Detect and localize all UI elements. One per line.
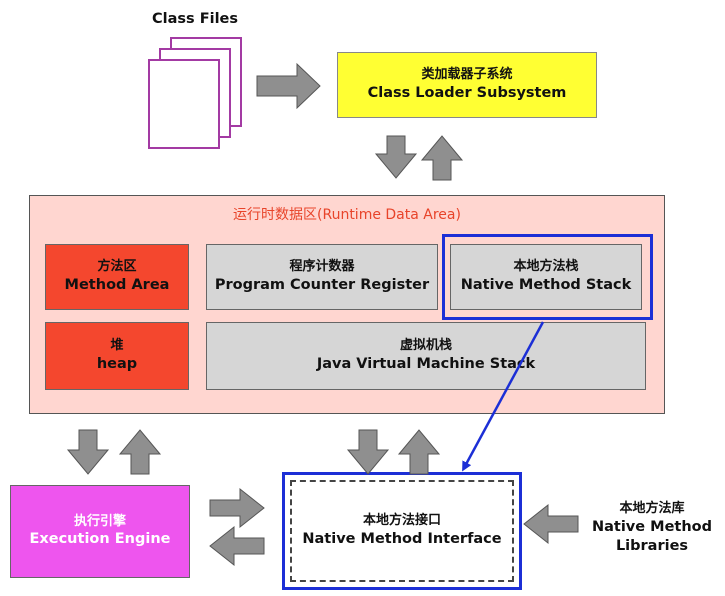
native-libs-zh: 本地方法库 xyxy=(619,501,685,516)
method-area-en: Method Area xyxy=(64,276,170,293)
method-area-zh: 方法区 xyxy=(97,259,137,275)
native-libs-en2: Libraries xyxy=(615,538,689,555)
arrow-up-icon xyxy=(397,429,441,475)
native-method-stack-highlight xyxy=(442,234,653,320)
arrow-left-icon xyxy=(209,525,265,567)
native-libs-en1: Native Method xyxy=(591,518,712,535)
class-loader-en: Class Loader Subsystem xyxy=(367,84,567,101)
jvm-stack-zh: 虚拟机栈 xyxy=(399,338,452,354)
arrow-up-icon xyxy=(420,135,464,181)
arrow-up-icon xyxy=(118,429,162,475)
native-method-libraries: 本地方法库 Native Method Libraries xyxy=(583,500,721,557)
native-method-interface: 本地方法接口 Native Method Interface xyxy=(290,480,514,582)
heap-en: heap xyxy=(96,355,138,372)
java-virtual-machine-stack: 虚拟机栈 Java Virtual Machine Stack xyxy=(206,322,646,390)
arrow-right-icon xyxy=(209,487,265,529)
native-stack-zh: 本地方法栈 xyxy=(513,259,579,275)
arrow-left-icon xyxy=(523,503,579,545)
class-file-page xyxy=(148,59,220,149)
method-area: 方法区 Method Area xyxy=(45,244,189,310)
heap: 堆 heap xyxy=(45,322,189,390)
arrow-down-icon xyxy=(66,429,110,475)
native-stack-en: Native Method Stack xyxy=(460,276,632,293)
program-counter-register: 程序计数器 Program Counter Register xyxy=(206,244,438,310)
heap-zh: 堆 xyxy=(110,338,124,354)
native-method-interface-highlight xyxy=(282,472,522,590)
native-method-stack: 本地方法栈 Native Method Stack xyxy=(450,244,642,310)
arrow-down-icon xyxy=(346,429,390,475)
arrow-down-icon xyxy=(374,135,418,179)
class-loader-subsystem: 类加载器子系统 Class Loader Subsystem xyxy=(337,52,597,118)
pc-register-en: Program Counter Register xyxy=(214,276,430,293)
runtime-data-area-title: 运行时数据区(Runtime Data Area) xyxy=(233,207,461,223)
native-interface-zh: 本地方法接口 xyxy=(362,513,441,529)
exec-engine-zh: 执行引擎 xyxy=(73,513,126,529)
execution-engine: 执行引擎 Execution Engine xyxy=(10,485,190,578)
class-loader-zh: 类加载器子系统 xyxy=(421,67,513,83)
arrow-right-icon xyxy=(256,62,321,110)
native-stack-to-interface-connector xyxy=(462,321,545,472)
native-interface-en: Native Method Interface xyxy=(302,530,502,547)
jvm-stack-en: Java Virtual Machine Stack xyxy=(316,355,536,372)
class-files-label: Class Files xyxy=(151,11,239,27)
exec-engine-en: Execution Engine xyxy=(29,531,171,548)
pc-register-zh: 程序计数器 xyxy=(289,259,355,275)
